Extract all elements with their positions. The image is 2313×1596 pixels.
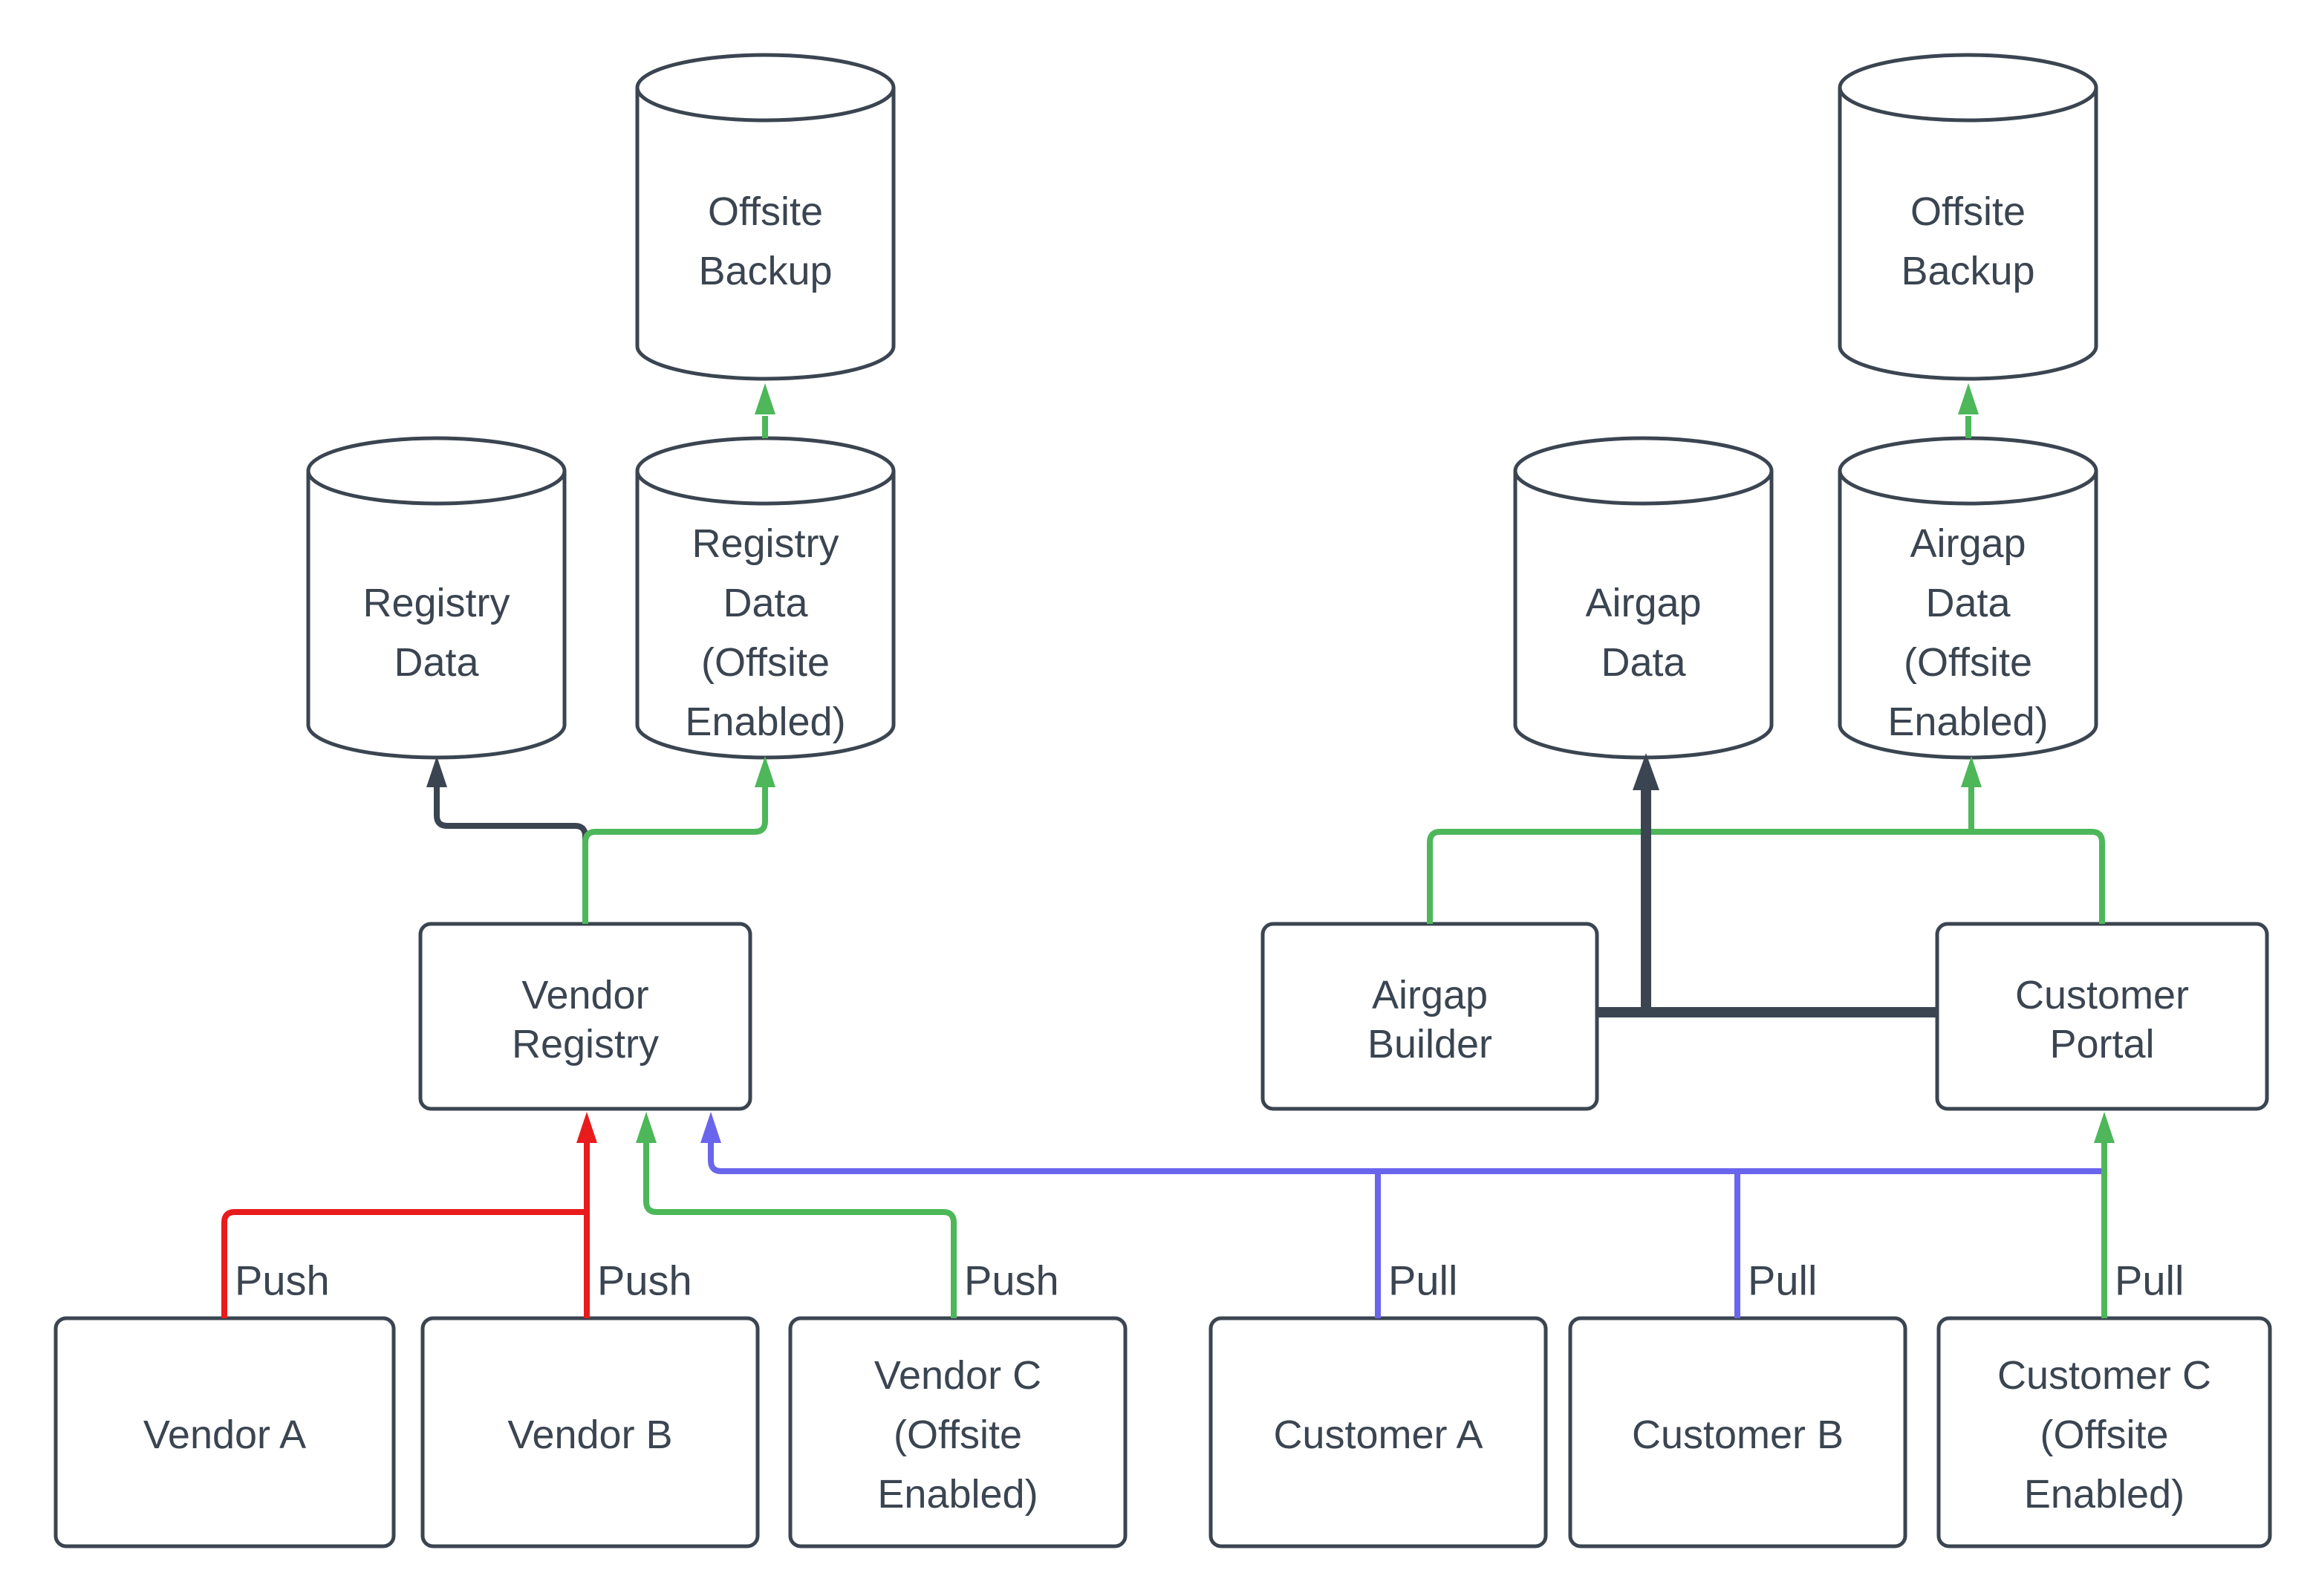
- registry-data-offsite-label-line-3: (Offsite: [701, 640, 830, 685]
- edge-vendor-c-push: [643, 1143, 957, 1318]
- edge-label-push-vendor-b: Push: [597, 1257, 692, 1304]
- edge-vendor-a-push: [221, 1209, 587, 1318]
- airgap-builder-label-line-1: Airgap: [1372, 973, 1488, 1017]
- vendor-c-label-line-2: (Offsite: [894, 1413, 1022, 1457]
- edge-vendor-c-push-arrowhead: [636, 1112, 657, 1143]
- edge-airgap-builder-customer-portal-green-bridge: [1427, 829, 2105, 924]
- edge-label-push-vendor-a: Push: [235, 1257, 330, 1304]
- airgap-data-label-line-1: Airgap: [1585, 581, 1701, 625]
- cylinder-registry-data: [306, 436, 567, 760]
- edge-green-bridge-to-airgap-data-offsite-arrowhead: [1961, 756, 1982, 787]
- edge-customers-pull-to-vendor-registry-arrowhead: [700, 1112, 721, 1143]
- airgap-data-offsite-label-line-1: Airgap: [1910, 521, 2026, 566]
- edge-airgap-data-offsite-to-offsite-backup-arrowhead: [1958, 383, 1979, 414]
- edge-vendor-registry-to-registry-data-offsite-arrowhead: [755, 756, 775, 787]
- cylinder-airgap-data: [1513, 436, 1774, 760]
- customer-a-label-line-1: Customer A: [1273, 1413, 1483, 1457]
- edge-vendor-registry-to-registry-data-arrowhead: [426, 756, 447, 787]
- customer-portal-label-line-2: Portal: [2049, 1022, 2154, 1066]
- customer-c-label-line-3: Enabled): [2024, 1472, 2184, 1517]
- cylinder-registry-data-offsite: [635, 436, 896, 760]
- customer-c-label-line-2: (Offsite: [2040, 1413, 2168, 1457]
- edge-label-pull-customer-a: Pull: [1388, 1257, 1457, 1304]
- registry-data-offsite-label-line-4: Enabled): [685, 700, 845, 744]
- offsite-backup-left-label-line-1: Offsite: [708, 189, 823, 234]
- box-vendor-c: [788, 1316, 1128, 1548]
- registry-data-label-line-1: Registry: [362, 581, 510, 625]
- edge-vendor-registry-to-registry-data: [434, 787, 588, 924]
- offsite-backup-left-label-line-2: Backup: [698, 249, 832, 293]
- vendor-registry-label-line-1: Vendor: [521, 973, 648, 1017]
- registry-data-offsite-label-line-2: Data: [723, 581, 808, 625]
- airgap-builder-label-line-2: Builder: [1367, 1022, 1492, 1066]
- cylinder-airgap-data-offsite: [1838, 436, 2098, 760]
- vendor-c-label-line-1: Vendor C: [874, 1353, 1041, 1398]
- offsite-backup-right-label-line-2: Backup: [1901, 249, 2034, 293]
- airgap-data-offsite-label-line-3: (Offsite: [1904, 640, 2032, 685]
- offsite-backup-right-label-line-1: Offsite: [1910, 189, 2026, 234]
- edge-registry-data-offsite-to-offsite-backup-arrowhead: [755, 383, 775, 414]
- edge-label-push-vendor-c: Push: [964, 1257, 1059, 1304]
- vendor-a-label-line-1: Vendor A: [143, 1413, 306, 1457]
- vendor-b-label-line-1: Vendor B: [507, 1413, 672, 1457]
- registry-data-offsite-label-line-1: Registry: [692, 521, 839, 566]
- customer-b-label-line-1: Customer B: [1632, 1413, 1844, 1457]
- customer-portal-label-line-1: Customer: [2015, 973, 2189, 1017]
- edge-label-pull-customer-c: Pull: [2115, 1257, 2184, 1304]
- edge-vendor-b-push-arrowhead: [576, 1112, 597, 1143]
- edge-vendor-registry-to-registry-data-offsite: [582, 787, 768, 924]
- cylinder-offsite-backup-left: [635, 53, 896, 381]
- airgap-data-offsite-label-line-4: Enabled): [1887, 700, 2048, 744]
- vendor-registry-label-line-2: Registry: [512, 1022, 659, 1066]
- airgap-data-label-line-2: Data: [1601, 640, 1686, 685]
- edge-label-pull-customer-b: Pull: [1748, 1257, 1817, 1304]
- box-vendor-b: [420, 1316, 760, 1548]
- vendor-c-label-line-3: Enabled): [877, 1472, 1038, 1517]
- edge-customers-pull-to-vendor-registry: [708, 1143, 2102, 1174]
- registry-data-label-line-2: Data: [394, 640, 479, 685]
- edge-customer-c-pull-arrowhead: [2094, 1112, 2115, 1143]
- cylinder-offsite-backup-right: [1838, 53, 2098, 381]
- edge-junction-to-airgap-data-arrowhead: [1633, 753, 1659, 790]
- airgap-data-offsite-label-line-2: Data: [1925, 581, 2011, 625]
- customer-c-label-line-1: Customer C: [1997, 1353, 2211, 1398]
